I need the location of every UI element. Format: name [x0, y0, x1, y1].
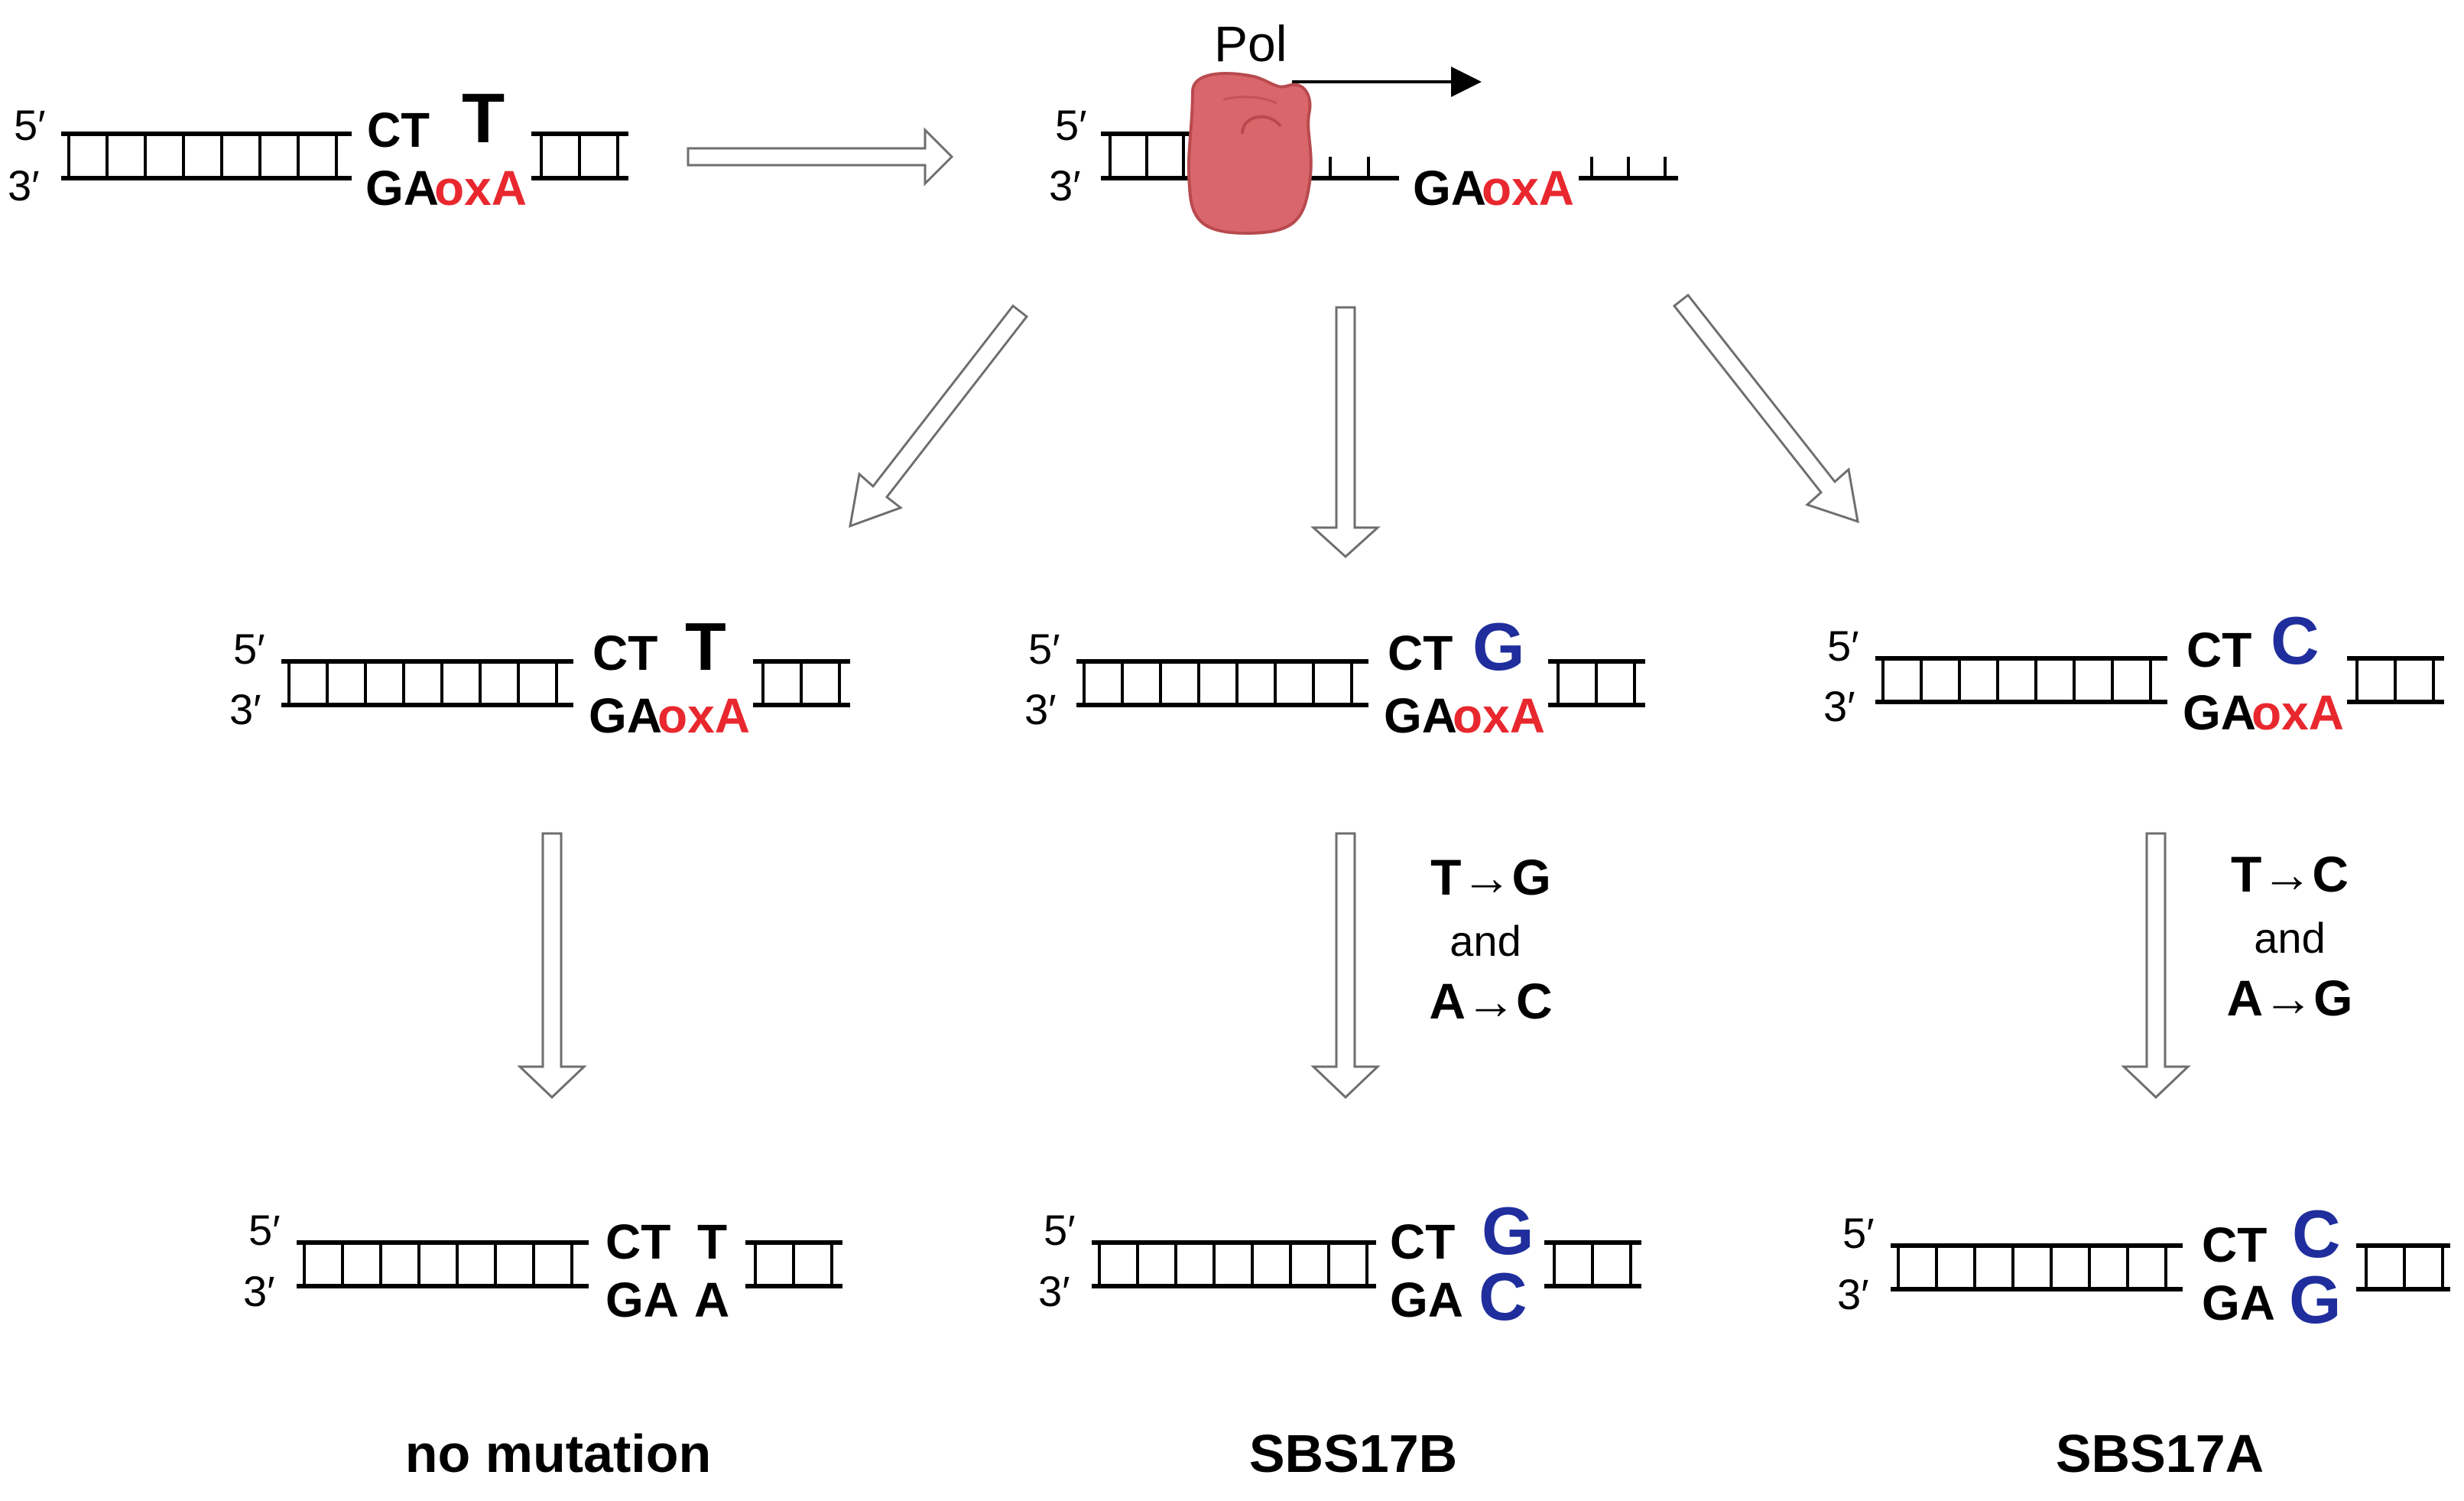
- base-pair-rungs: [1897, 1246, 2167, 1289]
- top-strand-ct: CT: [1390, 1214, 1455, 1269]
- bottom-strand-ga: GA: [1413, 161, 1486, 216]
- top-left-duplex: 5′ 3′ CT T GA oxA: [8, 80, 628, 216]
- three-prime-label: 3′: [229, 685, 261, 733]
- bottom-duplex-3: 5′ 3′ CT C GA G: [1837, 1196, 2450, 1337]
- three-prime-label: 3′: [1837, 1270, 1869, 1318]
- bottom-strand-ga: GA: [2202, 1275, 2275, 1330]
- base-pair-rungs: [67, 134, 338, 178]
- bottom-strand-ga: GA: [1390, 1272, 1463, 1327]
- bottom-strand-oxa: oxA: [1453, 688, 1545, 743]
- five-prime-label: 5′: [1028, 625, 1060, 673]
- polymerase-icon: [1187, 72, 1313, 236]
- three-prime-label: 3′: [243, 1267, 275, 1315]
- transition-label-1: T→G and A→C: [1429, 849, 1552, 1029]
- transition-and: and: [1450, 917, 1521, 965]
- replication-fork: Pol 5′ 3′ GA oxA: [1049, 15, 1678, 236]
- five-prime-label: 5′: [248, 1206, 281, 1254]
- top-strand-base: C: [2292, 1196, 2341, 1272]
- base-pair-rungs: [303, 1243, 573, 1286]
- five-prime-label: 5′: [1842, 1209, 1875, 1257]
- single-strand-ticks: [1329, 157, 1370, 178]
- three-prime-label: 3′: [1024, 685, 1057, 733]
- base-pair-rungs: [1881, 658, 2152, 702]
- bottom-strand-ga: GA: [365, 161, 439, 216]
- top-strand-ct: CT: [2202, 1217, 2267, 1272]
- top-strand-inserted-base: C: [2271, 603, 2320, 678]
- top-strand-ct: CT: [605, 1214, 670, 1269]
- bottom-strand-ga: GA: [605, 1272, 679, 1327]
- transition-line1: T→C: [2231, 846, 2349, 902]
- bottom-strand-oxa: oxA: [2251, 685, 2344, 740]
- bottom-strand-oxa: oxA: [434, 161, 527, 216]
- top-strand-ct: CT: [2186, 622, 2251, 677]
- hollow-arrow-down: [1310, 832, 1381, 1100]
- outcome-label-sbs17b: SBS17B: [1249, 1424, 1457, 1483]
- five-prime-label: 5′: [233, 625, 265, 673]
- three-prime-label: 3′: [1049, 161, 1081, 210]
- bottom-strand-ga: GA: [2183, 685, 2256, 740]
- bottom-strand-base: C: [1479, 1259, 1527, 1334]
- top-strand-ct: CT: [367, 102, 430, 158]
- five-prime-label: 5′: [1827, 622, 1859, 670]
- transition-line2: A→C: [1429, 973, 1552, 1029]
- three-prime-label: 3′: [1823, 682, 1855, 730]
- top-strand-ct: CT: [1388, 625, 1453, 681]
- three-prime-label: 3′: [1038, 1267, 1070, 1315]
- bottom-strand-base: A: [694, 1272, 729, 1327]
- transition-label-2: T→C and A→G: [2227, 846, 2353, 1026]
- outcome-label-no-mutation: no mutation: [405, 1424, 711, 1483]
- top-strand-base: G: [1482, 1193, 1534, 1269]
- bottom-strand-oxa: oxA: [657, 688, 750, 743]
- middle-duplex-2: 5′ 3′ CT G GA oxA: [1024, 609, 1645, 743]
- base-pair-rungs: [1098, 1243, 1368, 1286]
- transition-and: and: [2254, 914, 2325, 962]
- bottom-duplex-1: 5′ 3′ CT T GA A: [243, 1206, 842, 1327]
- top-strand-base: T: [697, 1214, 727, 1269]
- pol-label: Pol: [1214, 15, 1287, 72]
- base-pair-rungs: [1083, 661, 1353, 705]
- base-pair-rungs: [287, 661, 558, 705]
- five-prime-label: 5′: [14, 101, 46, 149]
- bottom-strand-ga: GA: [1384, 688, 1457, 743]
- hollow-arrow-right: [687, 127, 954, 187]
- five-prime-label: 5′: [1055, 101, 1087, 149]
- transition-line2: A→G: [2227, 970, 2353, 1026]
- middle-duplex-1: 5′ 3′ CT T GA oxA: [229, 609, 850, 743]
- hollow-arrow-down: [517, 832, 587, 1100]
- hollow-arrow-down-left: [849, 304, 1029, 528]
- outcome-label-sbs17a: SBS17A: [2056, 1424, 2264, 1483]
- top-strand-ct: CT: [592, 625, 657, 681]
- hollow-arrow-down: [2121, 832, 2191, 1100]
- bottom-strand-ga: GA: [589, 688, 662, 743]
- five-prime-label: 5′: [1044, 1206, 1076, 1254]
- bottom-duplex-2: 5′ 3′ CT G GA C: [1038, 1193, 1641, 1334]
- top-strand-inserted-base: T: [685, 609, 726, 684]
- top-strand-inserted-base: T: [462, 80, 505, 158]
- top-strand-inserted-base: G: [1472, 609, 1524, 684]
- hollow-arrow-down: [1310, 306, 1381, 559]
- transition-line1: T→G: [1430, 849, 1551, 905]
- hollow-arrow-down-right: [1672, 293, 1859, 524]
- middle-duplex-3: 5′ 3′ CT C GA oxA: [1823, 603, 2444, 740]
- three-prime-label: 3′: [8, 161, 40, 210]
- bottom-strand-base: G: [2289, 1262, 2341, 1337]
- bottom-strand-oxa: oxA: [1482, 161, 1574, 216]
